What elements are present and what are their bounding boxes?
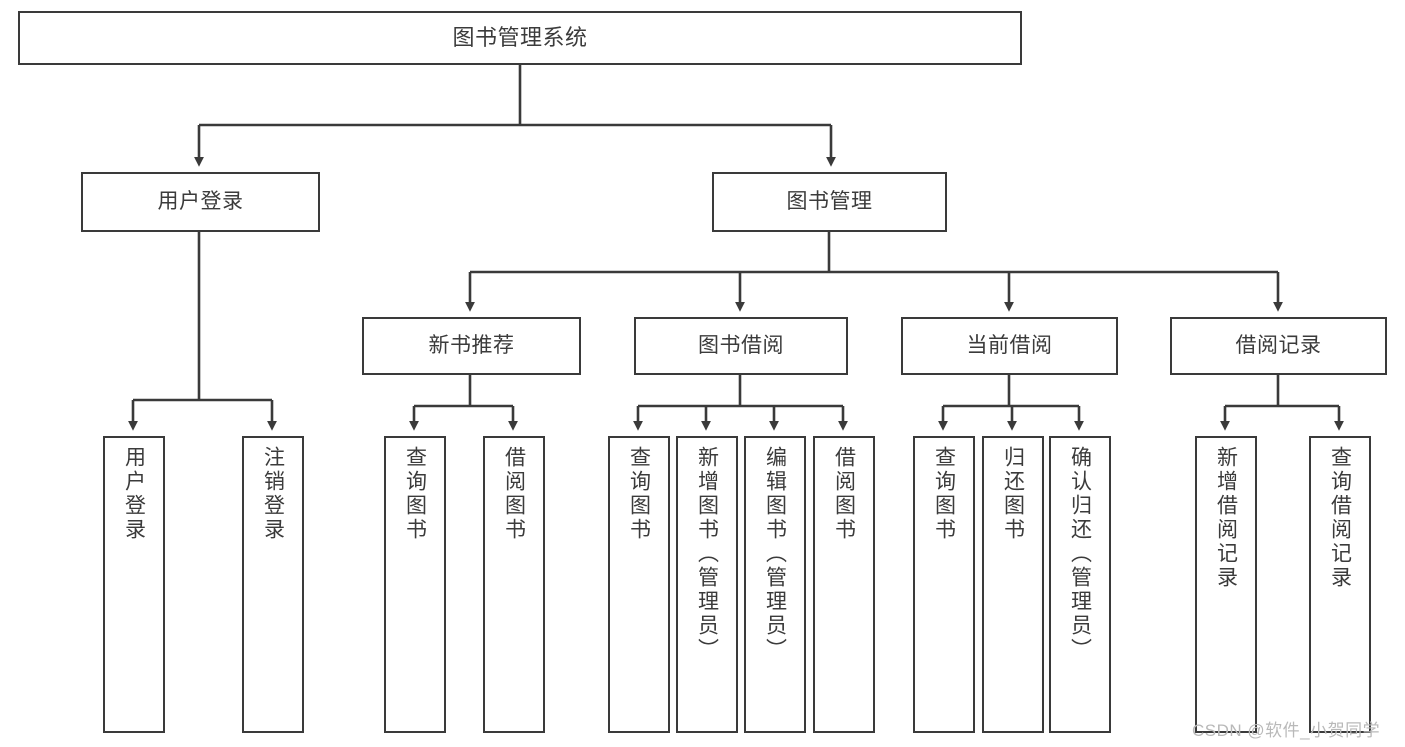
- leaf-query-book-borrow[interactable]: 查询图书: [608, 436, 670, 733]
- node-label: 编辑图书（管理员）: [763, 446, 787, 662]
- leaf-add-borrow-record[interactable]: 新增借阅记录: [1195, 436, 1257, 733]
- leaf-user-login[interactable]: 用户登录: [103, 436, 165, 733]
- node-label: 新增图书（管理员）: [695, 446, 719, 662]
- node-label: 图书管理: [786, 189, 873, 213]
- leaf-borrow-book[interactable]: 借阅图书: [813, 436, 875, 733]
- node-label: 查询图书: [932, 446, 956, 542]
- node-label: 新书推荐: [428, 333, 515, 357]
- node-book-borrow[interactable]: 图书借阅: [634, 317, 848, 375]
- node-label: 查询图书: [403, 446, 427, 542]
- node-borrow-record[interactable]: 借阅记录: [1170, 317, 1387, 375]
- leaf-return-book[interactable]: 归还图书: [982, 436, 1044, 733]
- node-label: 用户登录: [157, 189, 244, 213]
- node-label: 借阅记录: [1235, 333, 1322, 357]
- node-label: 借阅图书: [502, 446, 526, 542]
- leaf-query-book-recommend[interactable]: 查询图书: [384, 436, 446, 733]
- leaf-borrow-book-recommend[interactable]: 借阅图书: [483, 436, 545, 733]
- node-label: 图书管理系统: [452, 25, 588, 51]
- csdn-watermark: CSDN @软件_小贺同学: [1192, 721, 1381, 740]
- node-user-login[interactable]: 用户登录: [81, 172, 320, 232]
- node-label: 归还图书: [1001, 446, 1025, 542]
- node-label: 用户登录: [122, 446, 146, 542]
- node-label: 注销登录: [261, 446, 285, 542]
- node-label: 新增借阅记录: [1214, 446, 1238, 590]
- leaf-logout[interactable]: 注销登录: [242, 436, 304, 733]
- node-label: 借阅图书: [832, 446, 856, 542]
- leaf-edit-book[interactable]: 编辑图书（管理员）: [744, 436, 806, 733]
- node-label: 查询借阅记录: [1328, 446, 1352, 590]
- node-label: 图书借阅: [698, 333, 784, 357]
- node-book-management[interactable]: 图书管理: [712, 172, 947, 232]
- node-label: 查询图书: [627, 446, 651, 542]
- node-current-borrow[interactable]: 当前借阅: [901, 317, 1118, 375]
- leaf-query-borrow-record[interactable]: 查询借阅记录: [1309, 436, 1371, 733]
- node-new-book-recommend[interactable]: 新书推荐: [362, 317, 581, 375]
- leaf-query-book-current[interactable]: 查询图书: [913, 436, 975, 733]
- node-label: 当前借阅: [966, 333, 1053, 357]
- leaf-confirm-return[interactable]: 确认归还（管理员）: [1049, 436, 1111, 733]
- node-root-book-management-system[interactable]: 图书管理系统: [18, 11, 1022, 65]
- leaf-add-book[interactable]: 新增图书（管理员）: [676, 436, 738, 733]
- node-label: 确认归还（管理员）: [1068, 446, 1092, 662]
